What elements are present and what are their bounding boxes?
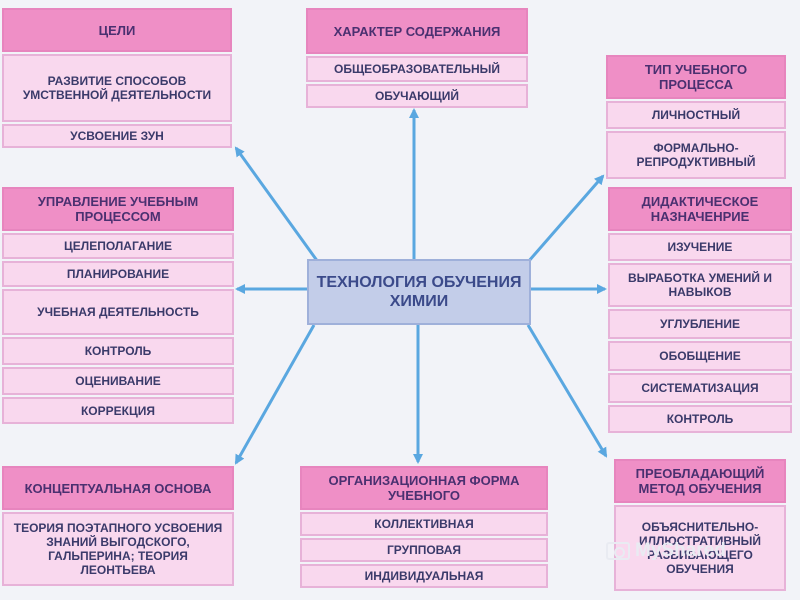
watermark: MyShared	[606, 540, 726, 562]
management-item: КОРРЕКЦИЯ	[2, 397, 234, 424]
didactic-item: ВЫРАБОТКА УМЕНИЙ И НАВЫКОВ	[608, 263, 792, 307]
camera-icon	[606, 542, 630, 560]
management-header: УПРАВЛЕНИЕ УЧЕБНЫМ ПРОЦЕССОМ	[2, 187, 234, 231]
concept-item: ТЕОРИЯ ПОЭТАПНОГО УСВОЕНИЯ ЗНАНИЙ ВЫГОДС…	[2, 512, 234, 586]
content-group: ХАРАКТЕР СОДЕРЖАНИЯ ОБЩЕОБРАЗОВАТЕЛЬНЫЙ …	[306, 8, 528, 108]
management-item: ОЦЕНИВАНИЕ	[2, 367, 234, 395]
method-group: ПРЕОБЛАДАЮЩИЙ МЕТОД ОБУЧЕНИЯ ОБЪЯСНИТЕЛЬ…	[614, 459, 786, 591]
org-form-group: ОРГАНИЗАЦИОННАЯ ФОРМА УЧЕБНОГО КОЛЛЕКТИВ…	[300, 466, 548, 588]
didactic-item: ОБОБЩЕНИЕ	[608, 341, 792, 371]
management-item: ЦЕЛЕПОЛАГАНИЕ	[2, 233, 234, 259]
arrow-to-method	[526, 324, 608, 458]
goals-item: РАЗВИТИЕ СПОСОБОВ УМСТВЕННОЙ ДЕЯТЕЛЬНОСТ…	[2, 54, 232, 122]
arrow-to-process-type	[526, 174, 605, 263]
process-type-item: ФОРМАЛЬНО-РЕПРОДУКТИВНЫЙ	[606, 131, 786, 179]
content-item: ОБУЧАЮЩИЙ	[306, 84, 528, 108]
management-item: УЧЕБНАЯ ДЕЯТЕЛЬНОСТЬ	[2, 289, 234, 335]
org-form-item: КОЛЛЕКТИВНАЯ	[300, 512, 548, 536]
didactic-header: ДИДАКТИЧЕСКОЕ НАЗНАЧЕНРИЕ	[608, 187, 792, 231]
didactic-item: КОНТРОЛЬ	[608, 405, 792, 433]
arrow-to-goals	[234, 146, 320, 263]
didactic-item: УГЛУБЛЕНИЕ	[608, 309, 792, 339]
concept-group: КОНЦЕПТУАЛЬНАЯ ОСНОВА ТЕОРИЯ ПОЭТАПНОГО …	[2, 466, 234, 586]
central-topic: ТЕХНОЛОГИЯ ОБУЧЕНИЯ ХИМИИ	[307, 259, 531, 325]
didactic-group: ДИДАКТИЧЕСКОЕ НАЗНАЧЕНРИЕ ИЗУЧЕНИЕ ВЫРАБ…	[608, 187, 792, 433]
method-item: ОБЪЯСНИТЕЛЬНО-ИЛЛЮСТРАТИВНЫЙ РАЗВИВАЮЩЕГ…	[614, 505, 786, 591]
method-header: ПРЕОБЛАДАЮЩИЙ МЕТОД ОБУЧЕНИЯ	[614, 459, 786, 503]
watermark-text: MyShared	[635, 540, 726, 561]
arrow-to-concept	[234, 324, 316, 465]
goals-header: ЦЕЛИ	[2, 8, 232, 52]
management-item: КОНТРОЛЬ	[2, 337, 234, 365]
concept-header: КОНЦЕПТУАЛЬНАЯ ОСНОВА	[2, 466, 234, 510]
process-type-header: ТИП УЧЕБНОГО ПРОЦЕССА	[606, 55, 786, 99]
didactic-item: СИСТЕМАТИЗАЦИЯ	[608, 373, 792, 403]
org-form-item: ИНДИВИДУАЛЬНАЯ	[300, 564, 548, 588]
didactic-item: ИЗУЧЕНИЕ	[608, 233, 792, 261]
process-type-item: ЛИЧНОСТНЫЙ	[606, 101, 786, 129]
org-form-header: ОРГАНИЗАЦИОННАЯ ФОРМА УЧЕБНОГО	[300, 466, 548, 510]
org-form-item: ГРУППОВАЯ	[300, 538, 548, 562]
goals-item: УСВОЕНИЕ ЗУН	[2, 124, 232, 148]
content-header: ХАРАКТЕР СОДЕРЖАНИЯ	[306, 8, 528, 54]
goals-group: ЦЕЛИ РАЗВИТИЕ СПОСОБОВ УМСТВЕННОЙ ДЕЯТЕЛ…	[2, 8, 232, 148]
management-item: ПЛАНИРОВАНИЕ	[2, 261, 234, 287]
process-type-group: ТИП УЧЕБНОГО ПРОЦЕССА ЛИЧНОСТНЫЙ ФОРМАЛЬ…	[606, 55, 786, 179]
management-group: УПРАВЛЕНИЕ УЧЕБНЫМ ПРОЦЕССОМ ЦЕЛЕПОЛАГАН…	[2, 187, 234, 424]
content-item: ОБЩЕОБРАЗОВАТЕЛЬНЫЙ	[306, 56, 528, 82]
